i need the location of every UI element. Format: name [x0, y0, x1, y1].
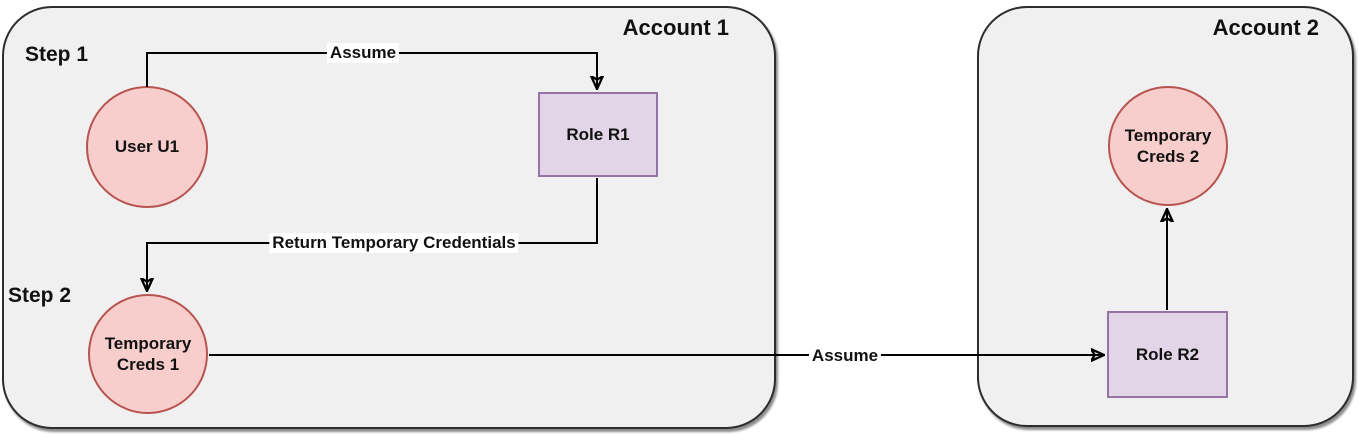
edge-label-assume-1: Assume: [326, 43, 400, 63]
edge-label-assume-2: Assume: [808, 346, 882, 366]
node-temp-creds-2-label: Temporary Creds 2: [1124, 125, 1212, 166]
account-2-title: Account 2: [1212, 15, 1319, 40]
node-user-u1: User U1: [86, 86, 208, 208]
node-role-r2: Role R2: [1107, 311, 1228, 398]
node-role-r1: Role R1: [538, 92, 658, 177]
node-temp-creds-1-label: Temporary Creds 1: [104, 333, 192, 374]
node-temp-creds-2: Temporary Creds 2: [1108, 86, 1228, 206]
account-1-title: Account 1: [622, 15, 729, 40]
step-2-label: Step 2: [8, 284, 72, 307]
node-role-r2-label: Role R2: [1135, 344, 1200, 364]
edge-label-return-temporary-credentials: Return Temporary Credentials: [269, 233, 519, 253]
node-temp-creds-1: Temporary Creds 1: [88, 294, 208, 414]
step-1-label: Step 1: [25, 43, 89, 66]
node-role-r1-label: Role R1: [566, 124, 630, 144]
node-user-u1-label: User U1: [114, 137, 180, 157]
